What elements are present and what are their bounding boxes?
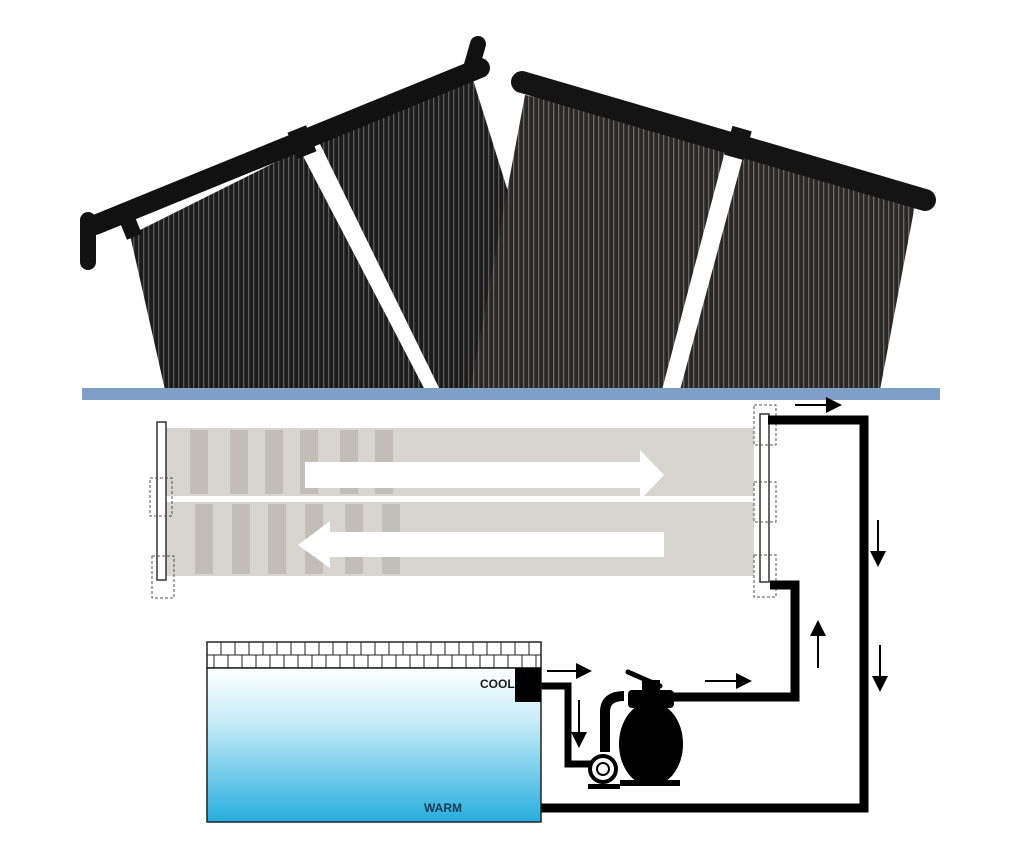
skimmer bbox=[515, 668, 541, 702]
solar-panel-right bbox=[470, 71, 936, 390]
divider-bar bbox=[82, 388, 940, 400]
pump bbox=[588, 691, 625, 789]
sand-filter bbox=[619, 669, 683, 786]
pool-water bbox=[206, 667, 542, 823]
flow-arrow-left bbox=[298, 521, 664, 568]
plumbing bbox=[480, 415, 869, 813]
flow-arrows bbox=[547, 397, 888, 748]
return-pipe bbox=[480, 415, 869, 813]
cool-label: COOL bbox=[480, 677, 515, 691]
supply-pipe bbox=[655, 580, 800, 702]
solar-panel-left bbox=[80, 36, 520, 390]
pool-outlet-pipe bbox=[540, 682, 598, 768]
solar-collector-diagram bbox=[149, 404, 777, 599]
pool bbox=[206, 641, 542, 823]
flow-arrow-right bbox=[305, 450, 664, 500]
warm-label: WARM bbox=[424, 801, 462, 815]
